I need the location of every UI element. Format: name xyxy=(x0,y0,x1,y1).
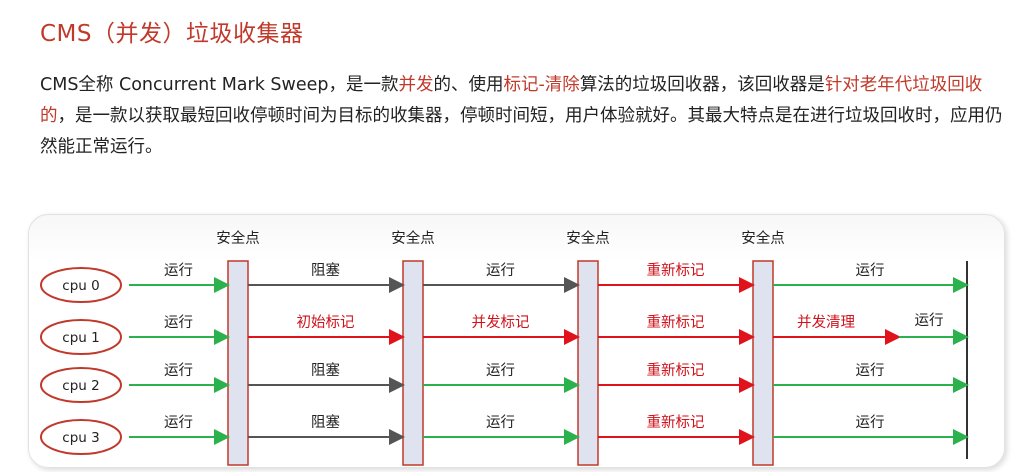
segment-label: 阻塞 xyxy=(311,261,340,279)
segment-label: 并发标记 xyxy=(472,314,530,331)
cpu-node xyxy=(40,267,122,303)
segment-label: 运行 xyxy=(856,414,885,431)
cpu-label: cpu 3 xyxy=(62,430,99,446)
segment-label: 运行 xyxy=(915,312,944,329)
description-text: CMS全称 Concurrent Mark Sweep，是一款 xyxy=(40,75,399,95)
segment-label: 运行 xyxy=(164,414,193,431)
cpu-node xyxy=(40,319,122,355)
segment-label: 运行 xyxy=(856,362,885,379)
segment-label: 重新标记 xyxy=(647,262,705,279)
description-text: 的、使用 xyxy=(433,75,504,95)
segment-label: 运行 xyxy=(486,262,515,279)
segment-label: 阻塞 xyxy=(311,413,340,431)
safepoint-label: 安全点 xyxy=(216,229,260,247)
safepoint-label: 安全点 xyxy=(566,229,610,247)
safepoint-label: 安全点 xyxy=(391,229,435,247)
cpu-label: cpu 2 xyxy=(62,378,99,394)
segment-label: 重新标记 xyxy=(647,362,705,379)
segment-label: 并发清理 xyxy=(797,314,855,331)
cpu-label: cpu 0 xyxy=(62,278,99,294)
timeline-svg: 安全点安全点安全点安全点cpu 0运行阻塞运行重新标记运行cpu 1运行初始标记… xyxy=(40,229,969,466)
page-title: CMS（并发）垃圾收集器 xyxy=(40,21,304,47)
safepoint-bar xyxy=(227,260,249,466)
description-paragraph: CMS全称 Concurrent Mark Sweep，是一款并发的、使用标记-… xyxy=(40,70,1005,163)
cpu-node xyxy=(40,419,122,455)
highlight-text: 并发 xyxy=(398,75,434,95)
segment-label: 重新标记 xyxy=(647,314,705,331)
segment-label: 运行 xyxy=(486,414,515,431)
safepoint-label: 安全点 xyxy=(741,229,785,247)
segment-label: 重新标记 xyxy=(647,414,705,431)
description-text: ，是一款以获取最短回收停顿时间为目标的收集器，停顿时间短，用户体验就好。其最大特… xyxy=(40,106,1003,157)
segment-label: 运行 xyxy=(164,314,193,331)
segment-label: 运行 xyxy=(856,262,885,279)
segment-label: 初始标记 xyxy=(297,314,355,331)
highlight-text: 针对老年代垃圾回收的 xyxy=(40,75,983,126)
cpu-node xyxy=(40,367,122,403)
segment-label: 运行 xyxy=(486,362,515,379)
cpu-label: cpu 1 xyxy=(62,330,99,346)
safepoint-bar xyxy=(577,260,599,466)
safepoint-bar xyxy=(752,260,774,466)
highlight-text: 标记-清除 xyxy=(503,75,580,95)
description-text: 算法的垃圾回收器，该回收器是 xyxy=(579,75,825,95)
segment-label: 运行 xyxy=(164,362,193,379)
safepoint-bar xyxy=(402,260,424,466)
segment-label: 阻塞 xyxy=(311,361,340,379)
segment-label: 运行 xyxy=(164,262,193,279)
